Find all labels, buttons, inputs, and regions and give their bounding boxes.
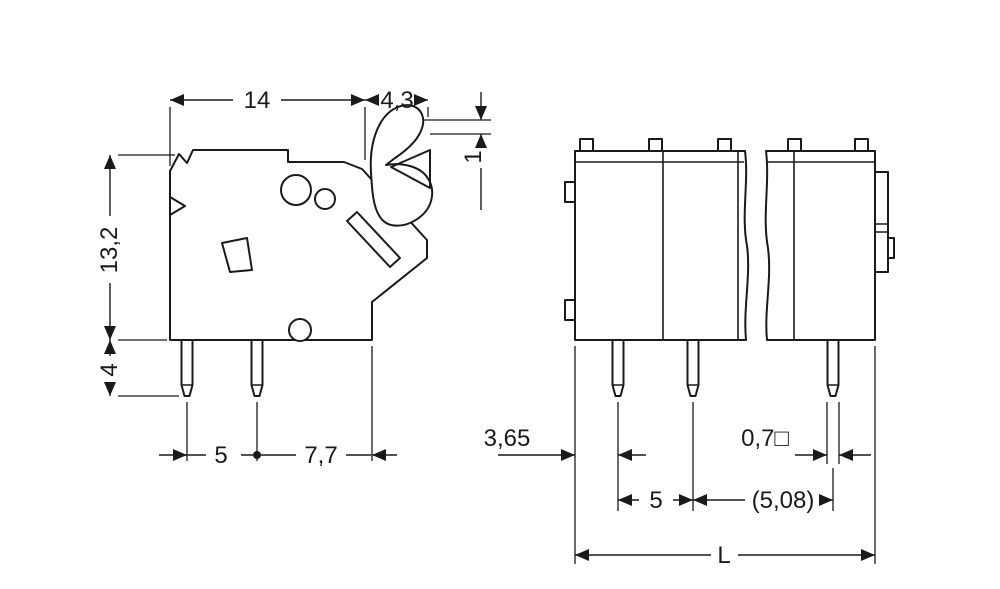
clamp-small-hole	[314, 188, 336, 210]
end-protrusion	[874, 171, 895, 273]
dimension-overall-width: 14	[170, 87, 365, 114]
top-tabs	[579, 138, 869, 152]
dimension-pin-length: 4	[96, 340, 123, 396]
dimension-lever-travel: 1	[460, 92, 488, 210]
dim-label-pole-pitch-alt: (5,08)	[752, 487, 815, 514]
side-tab	[564, 299, 576, 321]
dimension-lever-width: 4,3	[365, 87, 428, 114]
dimension-pole-pitch: 5	[618, 487, 693, 514]
solder-pin	[250, 339, 264, 397]
extension-lines-side	[118, 107, 491, 461]
terminal-body-front-right	[764, 150, 876, 341]
lever-slot	[346, 211, 401, 268]
dimension-pin-to-edge: 7,7	[261, 442, 397, 469]
solder-pin	[180, 339, 194, 397]
dim-label-body-height: 13,2	[96, 227, 123, 274]
dim-label-overall-length: L	[717, 542, 730, 569]
lever-wedge	[390, 149, 431, 189]
terminal-body-side	[169, 149, 428, 341]
pole-divider	[662, 151, 739, 340]
top-tab	[648, 138, 663, 152]
terminal-body-front-left	[574, 150, 750, 341]
top-tab	[787, 138, 802, 152]
solder-pin	[826, 339, 840, 397]
dim-dot-terminator	[253, 451, 261, 459]
front-pins	[611, 339, 840, 397]
dim-label-pole-pitch: 5	[649, 487, 662, 514]
dim-label-edge-to-pin: 3,65	[484, 425, 531, 452]
side-tabs	[564, 181, 576, 321]
dim-label-pin-length: 4	[96, 363, 123, 376]
end-protrusion-body	[874, 171, 889, 273]
dimension-pole-pitch-alt: (5,08)	[693, 487, 833, 514]
solder-pin	[686, 339, 700, 397]
dimension-pin-cross-section: 0,7□	[741, 425, 871, 462]
top-tab	[854, 138, 869, 152]
bottom-hole	[288, 318, 312, 342]
clamp-lever	[369, 104, 434, 227]
end-protrusion-latch	[887, 237, 895, 259]
dim-label-pin-pitch-side: 5	[214, 442, 227, 469]
dimension-pin-pitch-side: 5	[159, 442, 261, 469]
dimension-edge-to-pin: 3,65	[484, 425, 646, 462]
front-view	[564, 138, 895, 397]
dimension-body-height: 13,2	[96, 155, 123, 340]
test-slot	[221, 237, 253, 273]
dim-label-pin-cross-section: 0,7□	[741, 425, 789, 452]
top-tab	[579, 138, 594, 152]
dimension-overall-length: L	[575, 542, 875, 569]
clamp-pivot-hole	[280, 174, 312, 206]
dim-label-pin-to-edge: 7,7	[304, 442, 337, 469]
top-tab	[717, 138, 732, 152]
dim-label-overall-width: 14	[244, 87, 271, 114]
side-tab	[564, 181, 576, 203]
dim-label-lever-travel: 1	[460, 150, 487, 163]
side-pins	[180, 339, 264, 397]
end-protrusion-lines	[875, 223, 888, 233]
solder-pin	[611, 339, 625, 397]
dim-label-lever-width: 4,3	[380, 87, 413, 114]
side-notch	[169, 196, 186, 216]
side-view	[169, 104, 434, 397]
